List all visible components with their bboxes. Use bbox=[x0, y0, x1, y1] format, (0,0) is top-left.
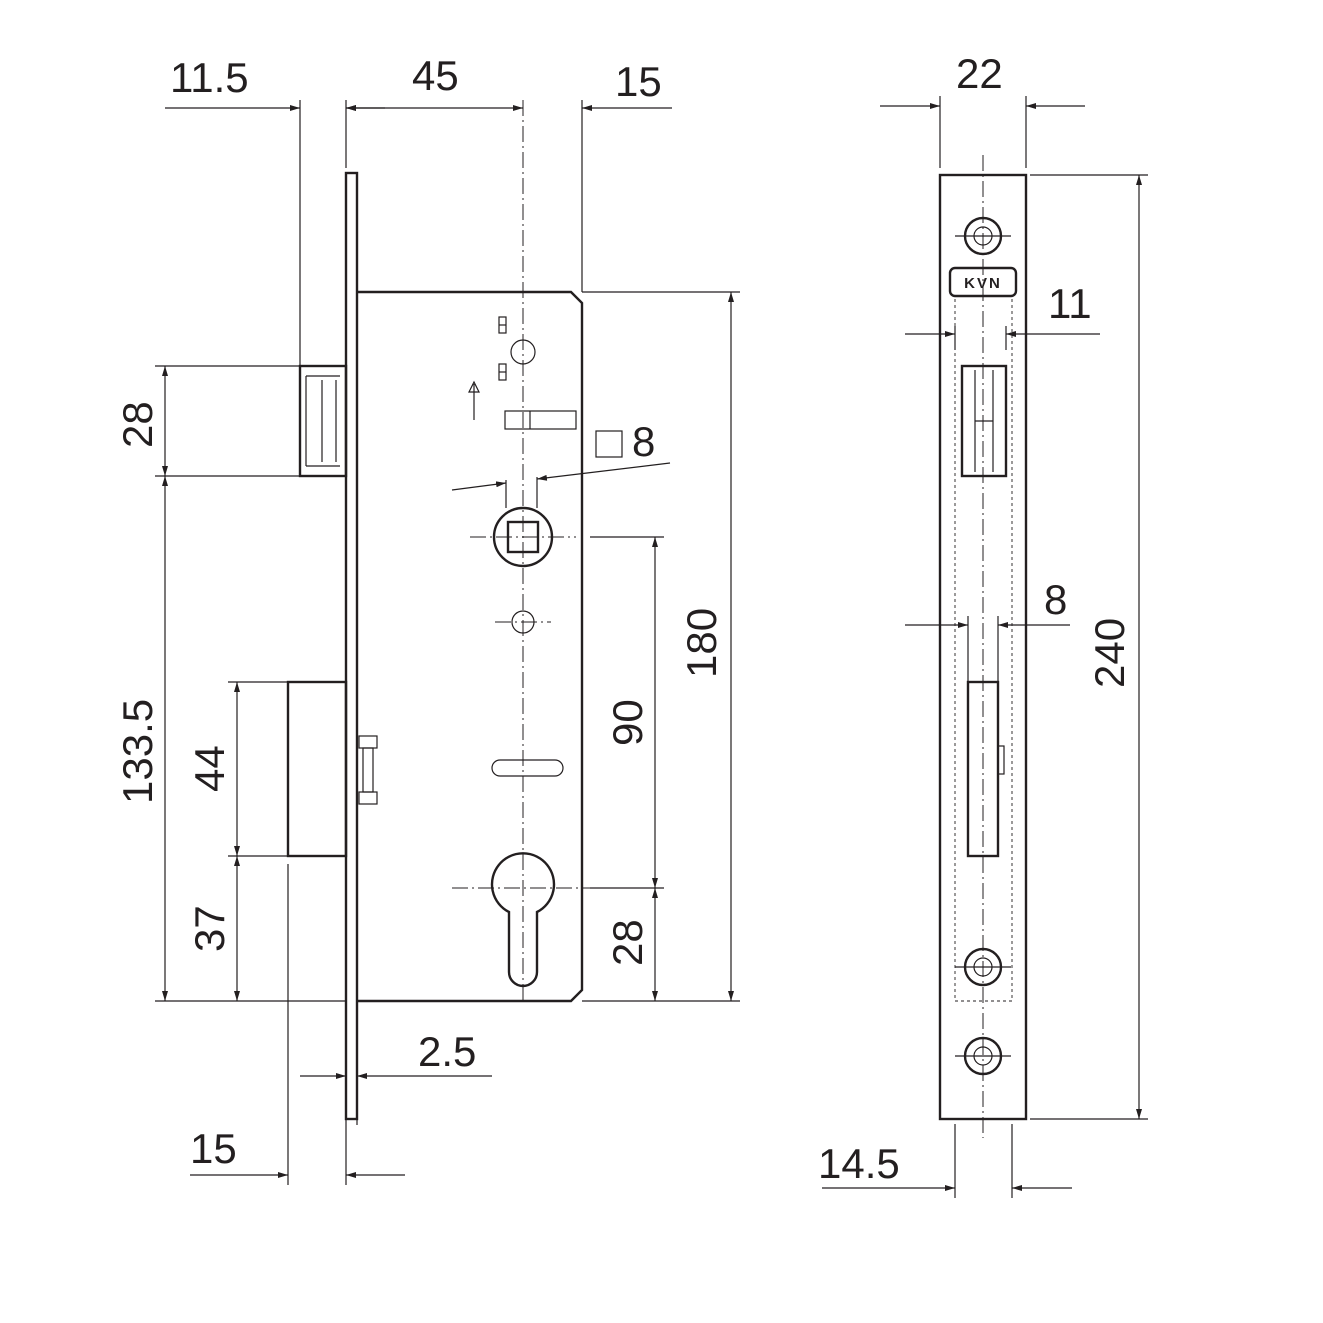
kvn-logo: KVN bbox=[948, 266, 1018, 298]
dim-latch-width: 11 bbox=[1048, 280, 1092, 327]
dim-latch-height: 28 bbox=[114, 401, 161, 448]
dim-backset: 45 bbox=[412, 52, 459, 99]
dim-backset-bolt: 11.5 bbox=[170, 54, 249, 101]
dim-faceplate-width: 22 bbox=[956, 50, 1003, 97]
square-symbol bbox=[595, 430, 623, 458]
auxiliary-latch bbox=[358, 735, 378, 805]
deadbolt-opening bbox=[966, 680, 1005, 858]
latch-opening bbox=[960, 364, 1008, 478]
dim-faceplate-offset: 15 bbox=[615, 58, 662, 105]
upper-details bbox=[468, 316, 577, 430]
dim-bolt-width: 8 bbox=[1044, 576, 1067, 623]
screw-bottom bbox=[955, 1036, 1011, 1076]
front-view: 11.5 45 15 28 133.5 44 37 8 bbox=[114, 52, 740, 1185]
logo-text: KVN bbox=[964, 275, 1002, 292]
dim-spindle-to-bottom: 133.5 bbox=[114, 699, 161, 804]
dim-body-height: 180 bbox=[678, 608, 725, 678]
faceplate-front bbox=[344, 171, 359, 1121]
dim-faceplate-thickness: 2.5 bbox=[418, 1028, 476, 1075]
hidden-body-outline bbox=[954, 295, 1013, 1002]
side-view: KVN 22 11 8 bbox=[818, 50, 1148, 1198]
screw-top bbox=[955, 216, 1011, 256]
dim-cylinder-to-bottom: 28 bbox=[604, 919, 651, 966]
dim-slot-width: 14.5 bbox=[818, 1140, 900, 1187]
dim-spindle-square: 8 bbox=[632, 418, 655, 465]
deadbolt bbox=[286, 680, 348, 858]
dim-deadbolt-height: 44 bbox=[186, 745, 233, 792]
dim-faceplate-height: 240 bbox=[1086, 618, 1133, 688]
lock-body bbox=[357, 290, 584, 1003]
dim-deadbolt-to-bottom: 37 bbox=[186, 905, 233, 952]
screw-middle bbox=[955, 947, 1011, 987]
latch-bolt bbox=[298, 364, 348, 478]
dim-spindle-to-cylinder: 90 bbox=[604, 699, 651, 746]
slot bbox=[491, 759, 564, 777]
dim-deadbolt-projection: 15 bbox=[190, 1125, 237, 1172]
